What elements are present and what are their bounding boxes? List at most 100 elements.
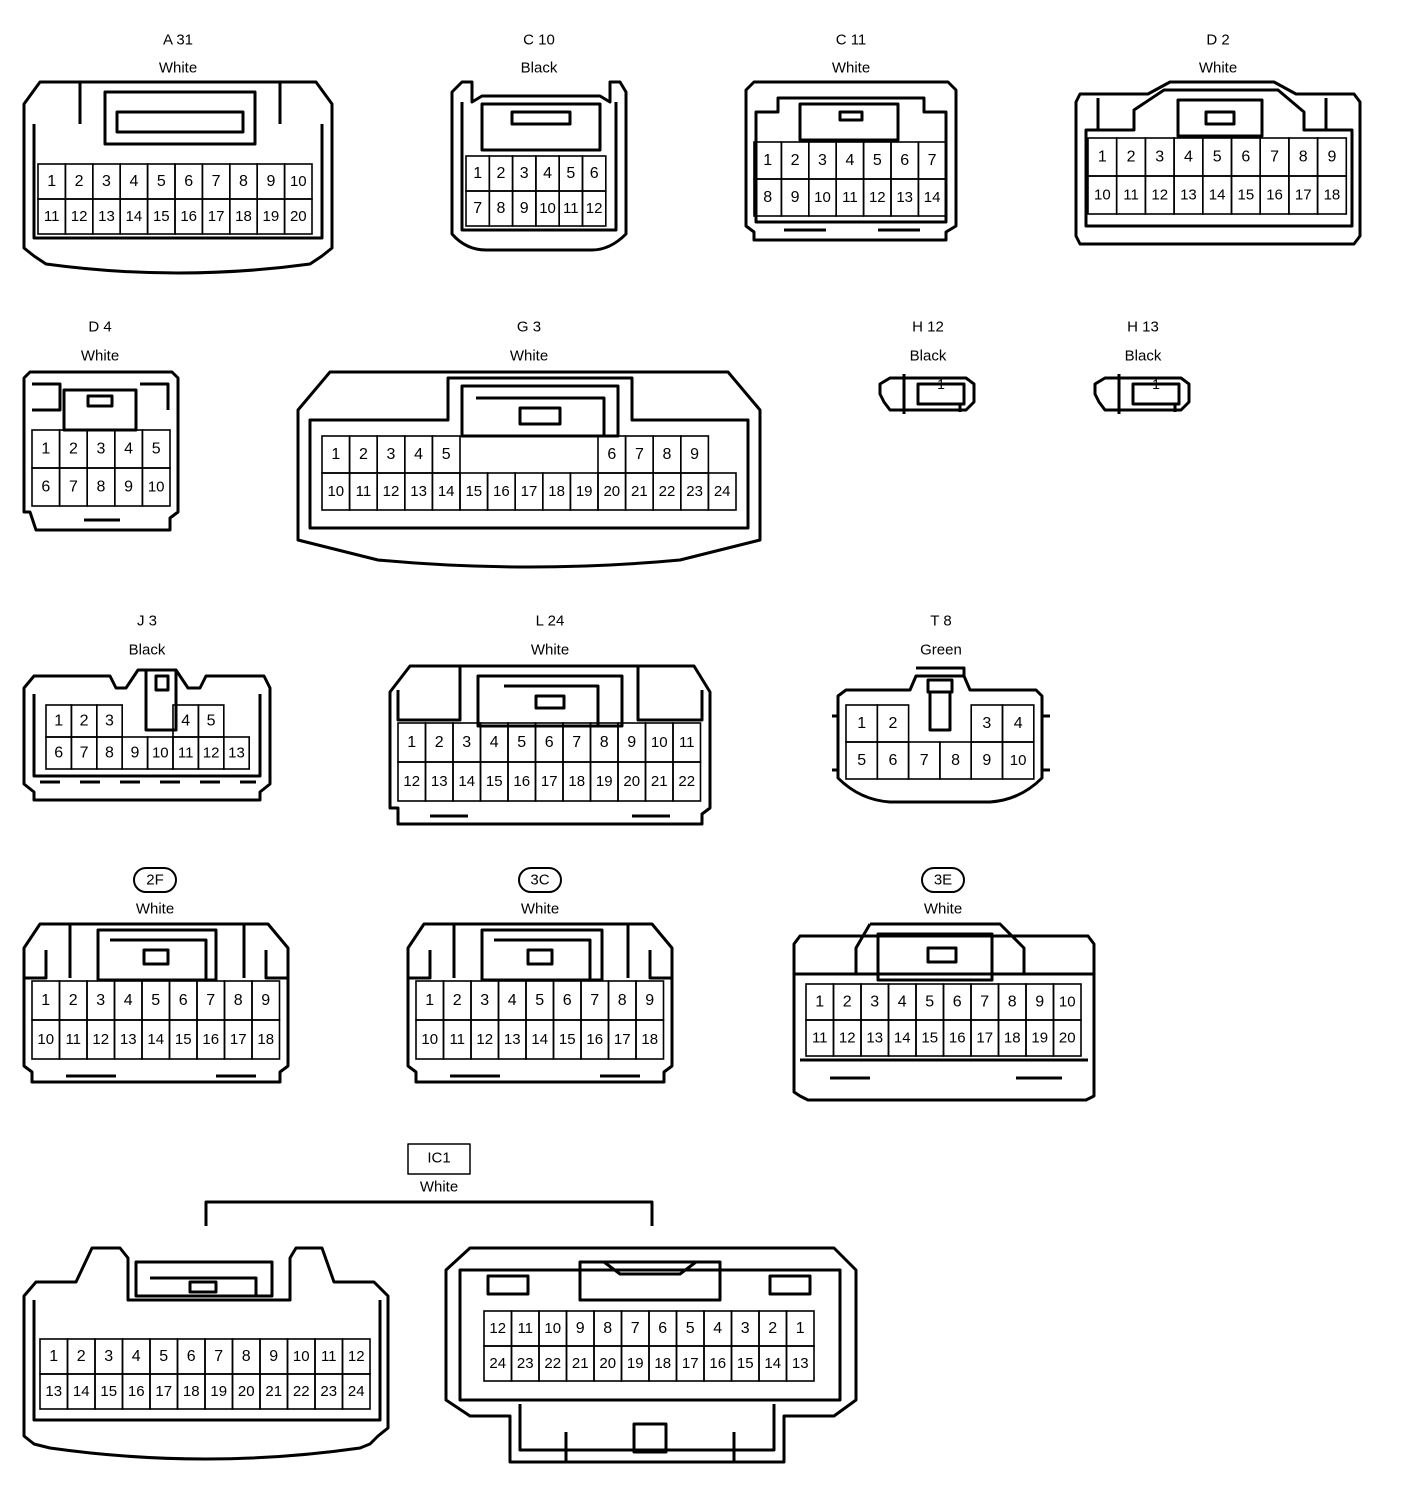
c11-pin: 5 (873, 152, 882, 169)
d2-pin: 13 (1180, 187, 1197, 204)
l24-pin: 15 (486, 773, 503, 790)
c2f-pin: 1 (41, 992, 50, 1009)
h13-color-label: Black (1125, 348, 1162, 365)
l24-pin: 6 (545, 734, 554, 751)
g3-pin: 8 (663, 446, 672, 463)
c3e-pin: 8 (1008, 994, 1017, 1011)
d4-pin: 1 (41, 441, 50, 458)
c3e-pin: 7 (980, 994, 989, 1011)
h12-pin: 1 (937, 376, 945, 392)
d2-pin: 15 (1238, 187, 1255, 204)
ic1b-pin: 16 (709, 1355, 726, 1372)
t8-code-label: T 8 (930, 613, 951, 630)
c10-pin-cell (581, 190, 607, 227)
ic1a-pin: 8 (242, 1348, 251, 1365)
a31-pin: 17 (208, 208, 225, 225)
d4-pin: 4 (124, 441, 133, 458)
a31-pin: 1 (47, 173, 56, 190)
ic1b-pin: 14 (764, 1355, 781, 1372)
ic1b-pin: 9 (576, 1320, 585, 1337)
a31-code-label: A 31 (163, 32, 193, 49)
t8-color-label: Green (920, 642, 962, 659)
d4-code-label: D 4 (88, 319, 111, 336)
a31-pin: 2 (75, 173, 84, 190)
j3-color-label: Black (129, 642, 166, 659)
t8-pin: 10 (1010, 752, 1027, 769)
c10-pin: 8 (496, 200, 505, 217)
c11-body (744, 80, 958, 242)
c11-pin: 7 (928, 152, 937, 169)
l24-color-label: White (531, 642, 569, 659)
d2-pin: 11 (1123, 187, 1139, 204)
d4-pin: 8 (97, 479, 106, 496)
c11-pin: 6 (900, 152, 909, 169)
c2f-color-label: White (136, 901, 174, 918)
d2-pin: 14 (1209, 187, 1226, 204)
ic1a-body (22, 1246, 390, 1461)
c2f-pin: 16 (202, 1031, 219, 1048)
c3e-pin: 11 (812, 1030, 828, 1047)
c3c-pin: 5 (535, 992, 544, 1009)
c3e-pin: 12 (839, 1030, 856, 1047)
d2-pin: 8 (1299, 149, 1308, 166)
ic1b-pin: 13 (792, 1355, 809, 1372)
c3c-pin: 4 (508, 992, 517, 1009)
ic1b-pin: 20 (599, 1355, 616, 1372)
ic1b-pin: 24 (489, 1355, 506, 1372)
l24-pin: 19 (596, 773, 613, 790)
t8-pin: 1 (857, 715, 866, 732)
j3-pin: 9 (130, 745, 139, 762)
c3e-pin: 6 (953, 994, 962, 1011)
c3e-pin: 4 (898, 994, 907, 1011)
l24-pin: 4 (490, 734, 499, 751)
ic1b-pin: 3 (741, 1320, 750, 1337)
c10-pin: 3 (520, 165, 529, 182)
g3-pin-cell (707, 472, 737, 511)
t8-pin: 7 (920, 752, 929, 769)
ic1a-code-box (407, 1143, 471, 1175)
ic1b-pin: 23 (517, 1355, 534, 1372)
c3c-pin: 9 (645, 992, 654, 1009)
c2f-pin: 8 (234, 992, 243, 1009)
c3e-pin: 20 (1059, 1030, 1076, 1047)
c10-pin: 2 (496, 165, 505, 182)
l24-pin: 9 (627, 734, 636, 751)
g3-pin: 16 (493, 483, 510, 500)
ic1a-pin: 20 (238, 1383, 255, 1400)
g3-pin: 24 (714, 483, 731, 500)
a31-pin: 7 (212, 173, 221, 190)
c11-color-label: White (832, 60, 870, 77)
t8-pin: 6 (888, 752, 897, 769)
c3c-pin: 7 (590, 992, 599, 1009)
d4-pin: 9 (124, 479, 133, 496)
t8-pin: 5 (857, 752, 866, 769)
ic1a-pin: 19 (210, 1383, 227, 1400)
j3-pin: 3 (105, 713, 114, 730)
c2f-pin: 9 (261, 992, 270, 1009)
l24-pin: 21 (651, 773, 668, 790)
a31-pin: 19 (263, 208, 280, 225)
l24-pin-cell (672, 761, 702, 802)
c2f-pin: 5 (151, 992, 160, 1009)
j3-pin: 1 (54, 713, 63, 730)
d4-pin: 3 (97, 441, 106, 458)
c2f-pin: 14 (147, 1031, 164, 1048)
d4-pin: 2 (69, 441, 78, 458)
c3e-pin: 1 (815, 994, 824, 1011)
ic1b-pin: 2 (768, 1320, 777, 1337)
c3c-pin: 10 (421, 1031, 438, 1048)
c2f-pin: 6 (179, 992, 188, 1009)
c3e-pin: 19 (1031, 1030, 1048, 1047)
c3e-pin: 17 (976, 1030, 993, 1047)
l24-pin: 11 (679, 734, 695, 751)
ic1b-pin: 21 (572, 1355, 589, 1372)
c3e-body (792, 922, 1096, 1102)
c11-pin: 11 (842, 189, 858, 206)
g3-pin: 11 (356, 483, 372, 500)
t8-pin: 9 (982, 752, 991, 769)
c3c-pin-cell (635, 1019, 665, 1060)
d2-pin: 4 (1184, 149, 1193, 166)
ic1b-pin: 4 (713, 1320, 722, 1337)
c2f-pin: 2 (69, 992, 78, 1009)
t8-pin: 4 (1014, 715, 1023, 732)
